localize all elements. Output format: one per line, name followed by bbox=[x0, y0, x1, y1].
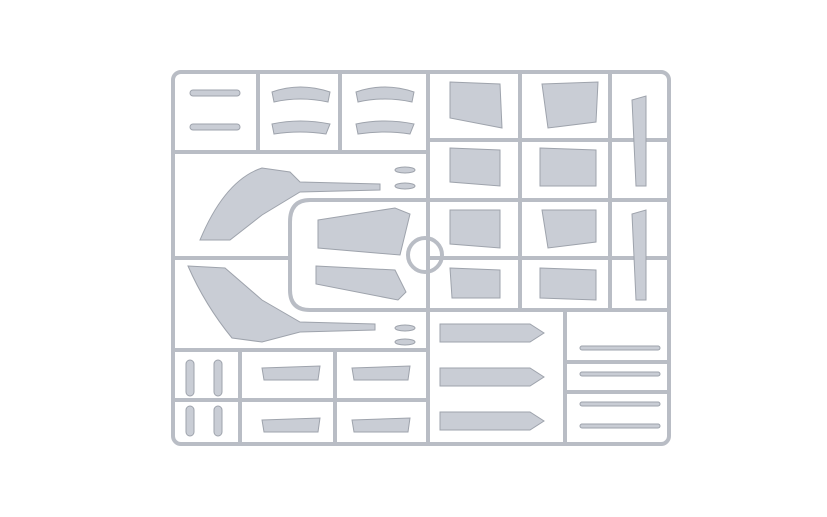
sprue-frame bbox=[171, 70, 671, 446]
sprue-parts bbox=[185, 81, 661, 437]
